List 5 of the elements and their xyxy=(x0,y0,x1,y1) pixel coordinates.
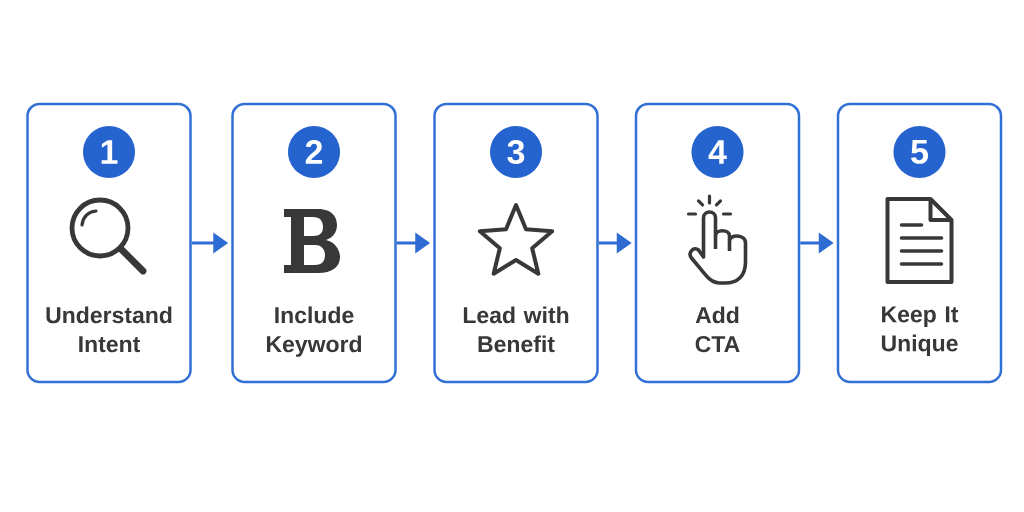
number-badge: 2 xyxy=(288,126,340,178)
number-badge: 3 xyxy=(490,126,542,178)
number-badge: 4 xyxy=(691,126,744,178)
number-badge: 5 xyxy=(893,126,946,178)
number-badge: 1 xyxy=(83,126,135,178)
